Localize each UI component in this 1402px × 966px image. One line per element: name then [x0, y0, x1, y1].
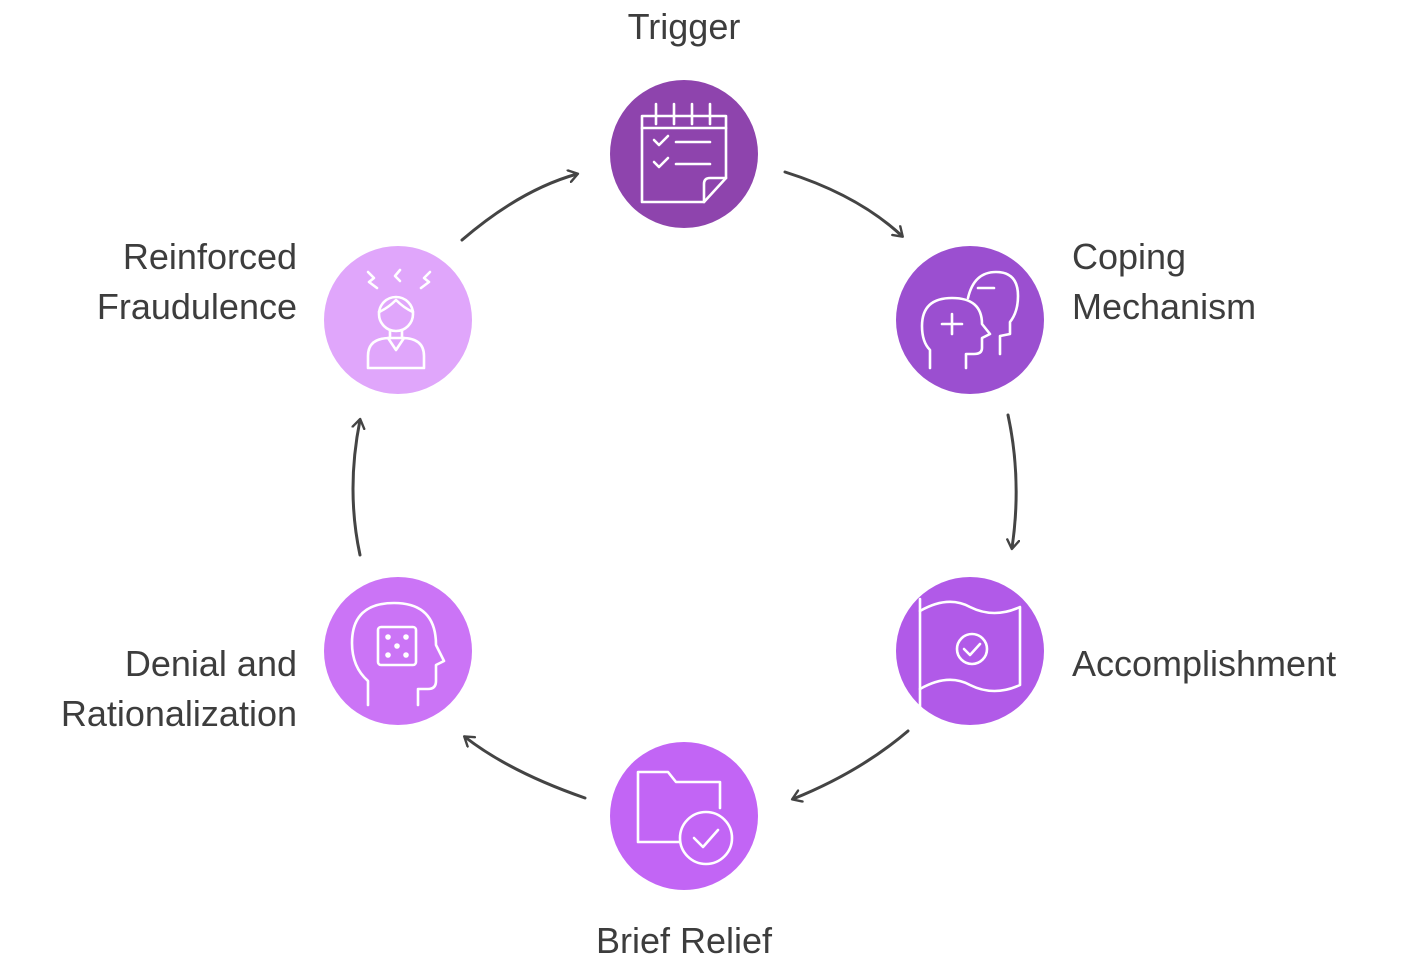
label-denial-line-2: Rationalization — [60, 693, 297, 734]
label-reinforced-fraudulence: Reinforced Fraudulence — [97, 232, 297, 332]
node-trigger-circle — [610, 80, 758, 228]
node-trigger — [610, 80, 758, 228]
calendar-checklist-icon — [640, 102, 728, 204]
arrow-relief-to-denial — [465, 737, 587, 800]
node-reinforced-circle — [324, 246, 472, 394]
label-brief-relief: Brief Relief — [534, 916, 834, 966]
label-trigger: Trigger — [584, 2, 784, 52]
node-denial-circle — [324, 577, 472, 725]
node-reinforced-fraudulence — [324, 246, 472, 394]
node-denial-rationalization — [324, 577, 472, 725]
label-coping-line-1: Coping — [1072, 236, 1187, 277]
node-accomplishment-circle — [896, 577, 1044, 725]
folder-check-icon — [636, 770, 734, 866]
node-coping-circle — [896, 246, 1044, 394]
node-coping-mechanism — [896, 246, 1044, 394]
node-accomplishment — [896, 577, 1044, 725]
label-reinforced-line-1: Reinforced — [122, 236, 297, 277]
arrow-coping-to-accomplishment — [1008, 413, 1016, 548]
label-accomplishment-line-1: Accomplishment — [1072, 643, 1337, 684]
label-coping-mechanism: Coping Mechanism — [1072, 232, 1256, 332]
label-trigger-line-1: Trigger — [627, 6, 741, 47]
label-denial-rationalization: Denial and Rationalization — [61, 639, 297, 739]
cycle-arrows — [353, 172, 1016, 799]
stressed-person-icon — [366, 268, 432, 370]
label-accomplishment: Accomplishment — [1072, 639, 1336, 689]
label-reinforced-line-2: Fraudulence — [96, 286, 297, 327]
head-dice-icon — [350, 601, 446, 707]
label-coping-line-2: Mechanism — [1072, 286, 1257, 327]
arrow-accomplishment-to-relief — [793, 729, 910, 799]
arrow-reinforced-to-trigger — [460, 174, 577, 242]
arrow-denial-to-reinforced — [353, 420, 360, 557]
node-brief-relief — [610, 742, 758, 890]
two-heads-plus-minus-icon — [920, 270, 1020, 370]
label-brief-relief-line-1: Brief Relief — [595, 920, 773, 961]
node-brief-relief-circle — [610, 742, 758, 890]
flag-check-icon — [918, 597, 1022, 709]
label-denial-line-1: Denial and — [124, 643, 297, 684]
arrow-trigger-to-coping — [783, 170, 902, 236]
